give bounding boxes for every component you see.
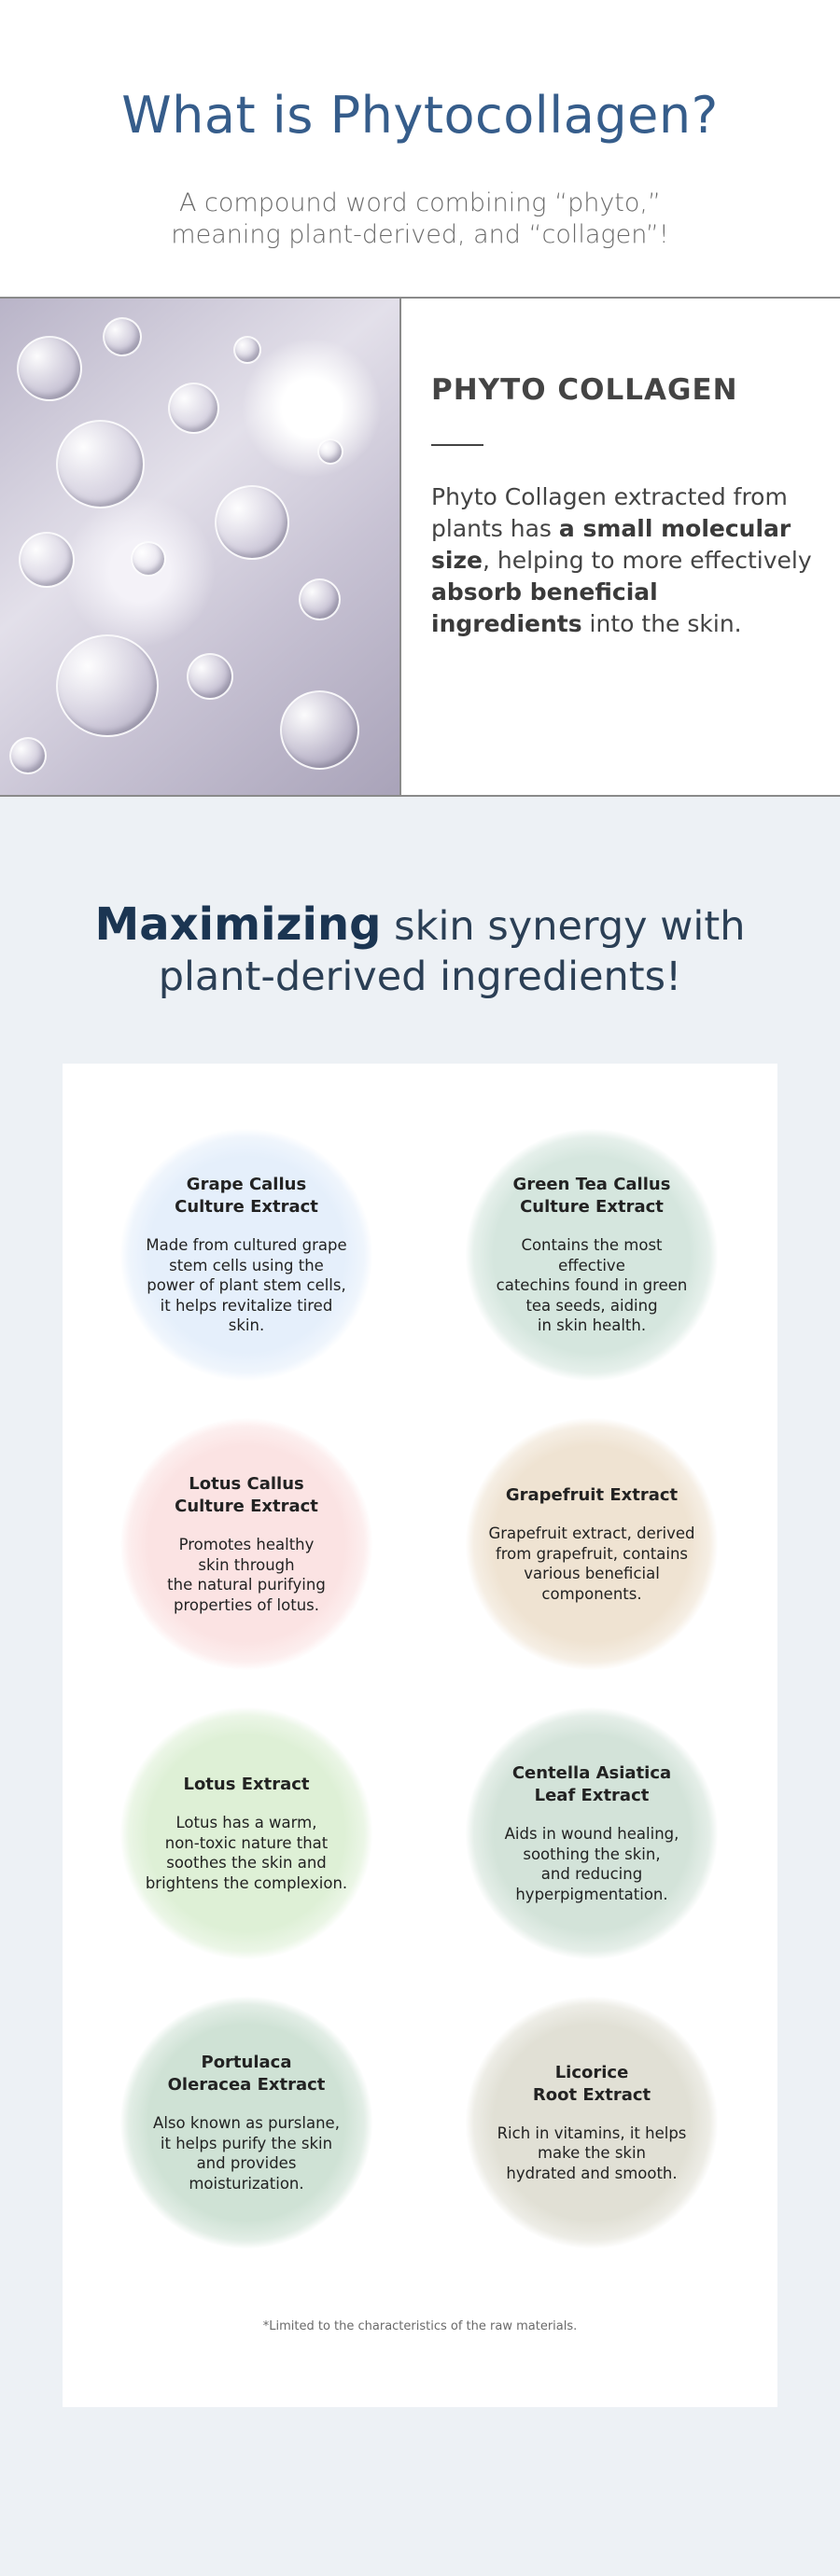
desc-part-2: , helping to more effectively: [482, 547, 812, 574]
ingredient-description: Promotes healthy skin through the natura…: [167, 1536, 326, 1614]
intro-section: What is Phytocollagen? A compound word c…: [0, 0, 840, 297]
ingredient-description: Grapefruit extract, derived from grapefr…: [488, 1525, 695, 1603]
bubble: [187, 653, 233, 700]
heading-divider: [431, 444, 483, 446]
bubble: [17, 336, 82, 401]
ingredient-centella-asiatica: Centella Asiatica Leaf Extract Aids in w…: [466, 1707, 718, 1959]
ingredient-description: Contains the most effective catechins fo…: [496, 1236, 688, 1335]
bubble: [131, 541, 166, 577]
ingredients-card: Grape Callus Culture Extract Made from c…: [63, 1064, 777, 2407]
ingredient-lotus-callus: Lotus Callus Culture Extract Promotes he…: [120, 1418, 372, 1670]
bubble: [168, 383, 219, 434]
ingredient-title: Centella Asiatica Leaf Extract: [511, 1763, 672, 1805]
ingredients-grid: Grape Callus Culture Extract Made from c…: [120, 1129, 718, 2249]
desc-part-3: into the skin.: [581, 610, 742, 637]
ingredient-description: Lotus has a warm, non-toxic nature that …: [145, 1814, 348, 1892]
bubble: [19, 532, 75, 588]
ingredient-title: Grapefruit Extract: [505, 1485, 679, 1505]
collagen-gel-image: [0, 299, 401, 795]
ingredient-licorice-root: Licorice Root Extract Rich in vitamins, …: [466, 1997, 718, 2249]
bubble: [9, 737, 47, 774]
ingredient-lotus: Lotus Extract Lotus has a warm, non-toxi…: [120, 1707, 372, 1959]
ingredient-title: Green Tea Callus Culture Extract: [512, 1175, 671, 1218]
desc-bold-1: a small molecular size: [431, 515, 791, 574]
intro-subtitle: A compound word combining “phyto,” meani…: [0, 188, 840, 251]
heading-line-2: plant-derived ingredients!: [158, 954, 682, 1000]
ingredient-description: Also known as purslane, it helps purify …: [153, 2114, 340, 2193]
ingredient-title: Lotus Callus Culture Extract: [175, 1474, 318, 1516]
ingredient-description: Rich in vitamins, it helps make the skin…: [497, 2123, 687, 2182]
ingredient-title: Lotus Extract: [183, 1775, 310, 1794]
bubble: [56, 420, 145, 508]
page-title: What is Phytocollagen?: [121, 86, 719, 145]
ingredient-title: Grape Callus Culture Extract: [175, 1175, 318, 1218]
bubble: [215, 485, 289, 560]
ingredient-portulaca-oleracea: Portulaca Oleracea Extract Also known as…: [120, 1997, 372, 2249]
bubble: [56, 634, 159, 737]
phyto-collagen-heading: PHYTO COLLAGEN: [431, 373, 738, 407]
ingredient-grapefruit: Grapefruit Extract Grapefruit extract, d…: [466, 1418, 718, 1670]
footnote: *Limited to the characteristics of the r…: [262, 2319, 578, 2333]
bubble: [233, 336, 261, 364]
subtitle-line-2: meaning plant-derived, and “collagen”!: [171, 220, 669, 249]
phyto-collagen-text: PHYTO COLLAGEN Phyto Collagen extracted …: [401, 299, 840, 795]
ingredients-heading: Maximizing skin synergy with plant-deriv…: [0, 899, 840, 1002]
ingredient-description: Aids in wound healing, soothing the skin…: [504, 1825, 679, 1903]
heading-rest: skin synergy with: [381, 903, 746, 950]
ingredient-grape-callus: Grape Callus Culture Extract Made from c…: [120, 1129, 372, 1381]
desc-part-1: Phyto Collagen extracted from plants has: [431, 483, 788, 542]
ingredient-green-tea-callus: Green Tea Callus Culture Extract Contain…: [466, 1129, 718, 1381]
bubble: [299, 578, 341, 620]
phyto-collagen-description: Phyto Collagen extracted from plants has…: [431, 481, 814, 640]
subtitle-line-1: A compound word combining “phyto,”: [179, 188, 661, 217]
bubble: [280, 690, 359, 770]
bubble: [317, 439, 343, 465]
ingredient-title: Portulaca Oleracea Extract: [167, 2053, 326, 2095]
bubble: [103, 317, 142, 356]
desc-bold-2: absorb beneficial ingredients: [431, 578, 658, 637]
ingredients-section: Maximizing skin synergy with plant-deriv…: [0, 797, 840, 2576]
phyto-collagen-section: PHYTO COLLAGEN Phyto Collagen extracted …: [0, 297, 840, 797]
ingredient-description: Made from cultured grape stem cells usin…: [146, 1236, 347, 1335]
ingredient-title: Licorice Root Extract: [532, 2062, 651, 2105]
heading-emphasis: Maximizing: [94, 898, 382, 951]
